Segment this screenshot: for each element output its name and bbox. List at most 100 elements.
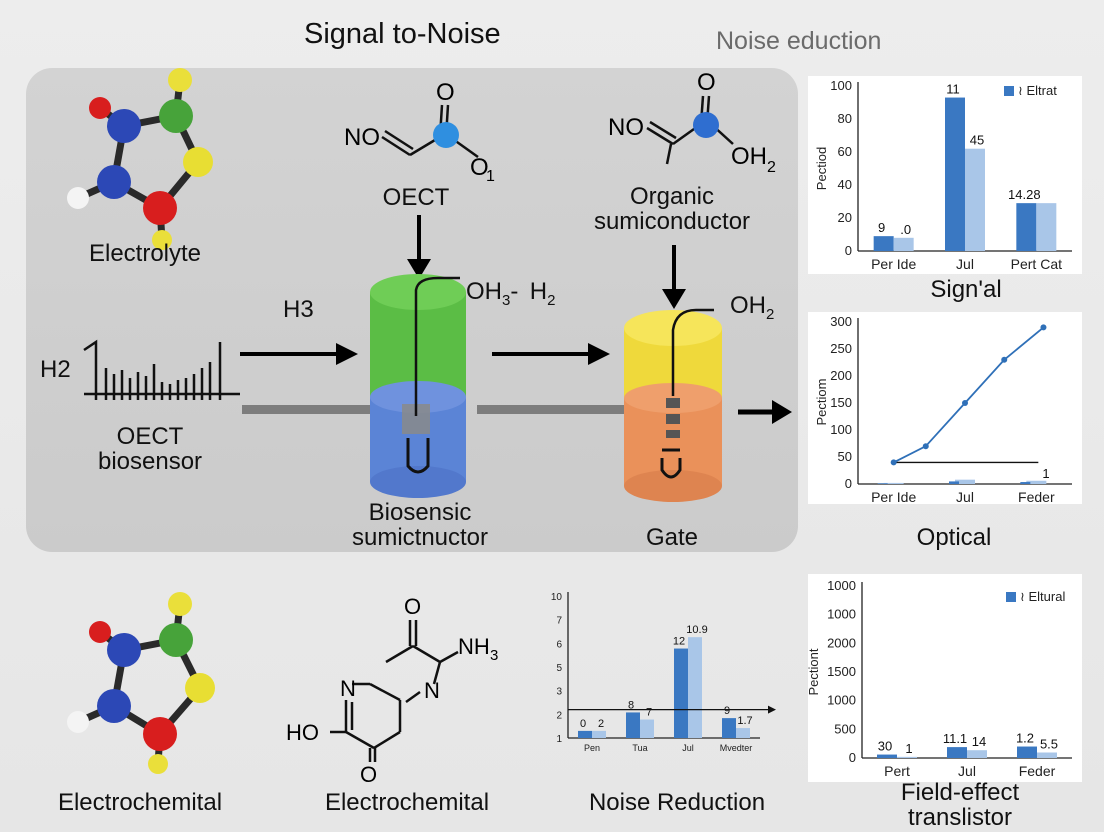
y-tick-label: 40: [838, 177, 852, 192]
y-tick-label: 0: [849, 750, 856, 765]
data-point: [962, 400, 968, 406]
arrow-down-icon: [407, 215, 431, 279]
oect-biosensor-line2: biosensor: [97, 448, 203, 476]
noise-reduction-caption: Noise Reduction: [588, 789, 766, 816]
biosensic-line2: sumictnuctor: [351, 524, 489, 552]
legend-label: ≀ Eltrat: [1018, 83, 1057, 98]
bar: [965, 148, 985, 251]
gate-cylinder: [624, 308, 722, 502]
fet-line1: Field-effect: [900, 779, 1020, 806]
oect-biosensor-line1: OECT: [116, 423, 184, 450]
y-tick-label: 10: [551, 592, 563, 603]
y-tick-label: 5: [556, 663, 562, 674]
y-tick-label: 80: [838, 111, 852, 126]
x-tick-label: Mvedter: [720, 743, 753, 753]
oh2-sub-text: 2: [767, 159, 776, 176]
bar: [640, 719, 654, 738]
data-point: [922, 443, 929, 450]
y-tick-label: 150: [830, 395, 852, 410]
data-label: 30: [878, 739, 892, 754]
y-tick-label: 1000: [827, 607, 856, 622]
bar: [955, 479, 975, 484]
legend-swatch: [1004, 86, 1014, 96]
page-title: Signal to-Noise: [304, 18, 501, 50]
data-label: 2: [598, 718, 604, 730]
organic-line2: sumiconductor: [593, 208, 751, 236]
data-label: 7: [646, 707, 652, 719]
y-axis-label: Pectiont: [806, 648, 821, 695]
series-line: [893, 326, 1045, 464]
bar: [1020, 482, 1031, 484]
connector-bar: [242, 405, 370, 414]
data-label: 9: [724, 705, 730, 717]
data-label: 14: [972, 734, 986, 749]
data-label: 1: [905, 741, 912, 756]
bar: [674, 648, 688, 738]
data-label: 45: [970, 133, 984, 148]
bar: [967, 750, 987, 758]
cylinder1-formula: OH3- H2: [466, 278, 556, 309]
x-tick-label: Tua: [632, 743, 647, 753]
oect-biosensor-label: OECT biosensor: [97, 423, 203, 476]
data-label: 0: [580, 718, 586, 730]
electrochemital-label-2: Electrochemital: [324, 789, 490, 816]
electrochemital-label-1: Electrochemital: [57, 789, 223, 816]
x-tick-label: Per Ide: [871, 489, 916, 505]
y-tick-label: 100: [830, 422, 852, 437]
y-tick-label: 3: [556, 687, 562, 698]
o-bottom-text: O: [360, 762, 377, 787]
page-subtitle: Noise eduction: [716, 27, 882, 55]
bar: [945, 97, 965, 251]
y-tick-label: 250: [830, 341, 852, 356]
arrow-right-icon: [738, 400, 792, 424]
y-axis-label: Pectiod: [814, 147, 829, 190]
x-tick-label: Jul: [958, 763, 976, 779]
fet-line2: translistor: [907, 804, 1013, 832]
x-tick-label: Jul: [956, 256, 974, 272]
data-label: 12: [673, 636, 685, 648]
fet-caption: Field-effect translistor: [900, 779, 1020, 832]
bar: [1016, 203, 1037, 251]
data-label: .0: [900, 222, 911, 237]
y-tick-label: 2000: [827, 635, 856, 650]
h3-label: H3: [283, 296, 314, 323]
x-tick-label: Per Ide: [871, 256, 916, 272]
waveform-icon: [83, 339, 240, 400]
bar: [1036, 203, 1057, 251]
data-label: 10.9: [686, 624, 707, 636]
threshold-arrow: [768, 705, 776, 714]
no-text: NO: [344, 124, 380, 151]
o-top-text: O: [404, 594, 421, 619]
y-tick-label: 7: [556, 616, 562, 627]
bar: [949, 481, 959, 484]
no2-text: NO: [608, 114, 644, 141]
electrolyte-label: Electrolyte: [88, 240, 202, 267]
y-tick-label: 50: [838, 449, 852, 464]
bar: [592, 730, 606, 738]
o-text: O: [436, 79, 455, 106]
y-tick-label: 1: [556, 734, 562, 745]
data-point: [1001, 356, 1008, 363]
y-tick-label: 1000: [827, 693, 856, 708]
legend-swatch: [1006, 592, 1016, 602]
bar: [893, 237, 914, 251]
y-tick-label: 6: [556, 639, 562, 650]
bar: [883, 482, 904, 484]
y-tick-label: 200: [830, 368, 852, 383]
gate-label: Gate: [645, 524, 699, 551]
y-tick-label: 60: [838, 144, 852, 159]
arrow-down-icon: [662, 245, 686, 309]
annotation-label: 1: [1042, 466, 1049, 481]
connector-bar: [477, 405, 627, 414]
bar: [947, 747, 967, 758]
bar: [626, 712, 640, 738]
electrochemical-formula-icon: O NH 3 N N HO O: [286, 594, 498, 787]
bar: [1026, 480, 1047, 484]
data-label: 9: [878, 220, 885, 235]
bar: [1037, 752, 1057, 758]
data-label: 11: [946, 82, 960, 97]
oect-formula-icon: NO O O 1: [344, 79, 495, 185]
